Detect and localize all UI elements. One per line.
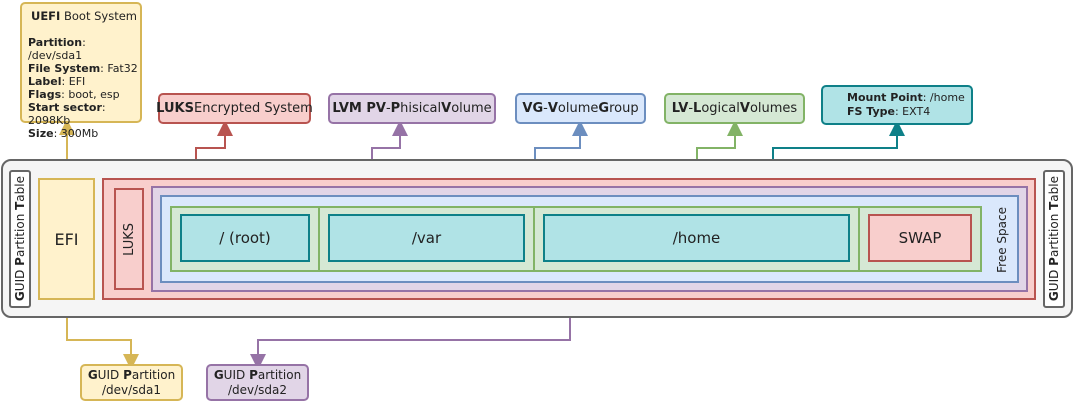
uefi-start-sector: Start sector: 2098Kb bbox=[28, 101, 106, 127]
gpt-partition-sda1-title: GUID Partition bbox=[87, 367, 176, 382]
mount-point-line: Mount Point: /home bbox=[847, 91, 965, 104]
arrow-gpt2 bbox=[250, 294, 578, 370]
uefi-partition: Partition: /dev/sda1 bbox=[28, 36, 86, 62]
var-label: /var bbox=[411, 229, 442, 247]
uefi-title: UEFI Boot System bbox=[28, 10, 140, 23]
free-space-label: Free Space bbox=[995, 207, 1009, 273]
efi-partition: EFI bbox=[38, 178, 95, 300]
uefi-size: Size: 300Mb bbox=[28, 127, 99, 140]
gpt-left: GUID Partition Table bbox=[9, 170, 31, 308]
root-label: / (root) bbox=[219, 229, 271, 247]
swap-volume: SWAP bbox=[868, 214, 972, 262]
gpt-partition-sda2: GUID Partition /dev/sda2 bbox=[206, 364, 309, 401]
gpt-left-label: GUID Partition Table bbox=[13, 176, 27, 302]
free-space: Free Space bbox=[988, 200, 1016, 280]
arrow-gpt1 bbox=[59, 294, 139, 370]
uefi-title-bold: UEFI bbox=[30, 9, 61, 23]
luks-label-box: LUKS bbox=[114, 188, 144, 290]
home-volume: /home bbox=[543, 214, 850, 262]
gpt-right-label: GUID Partition Table bbox=[1047, 176, 1061, 302]
gpt-partition-sda2-dev: /dev/sda2 bbox=[227, 382, 288, 397]
gpt-partition-sda1: GUID Partition /dev/sda1 bbox=[80, 364, 183, 401]
gpt-partition-sda2-title: GUID Partition bbox=[213, 367, 302, 382]
luks-label: LUKS bbox=[121, 222, 137, 256]
uefi-label: Label: EFI bbox=[28, 75, 86, 88]
home-label: /home bbox=[672, 229, 721, 247]
gpt-right: GUID Partition Table bbox=[1043, 170, 1065, 308]
efi-label: EFI bbox=[54, 229, 79, 249]
uefi-flags: Flags: boot, esp bbox=[28, 88, 120, 101]
uefi-filesystem: File System: Fat32 bbox=[28, 62, 138, 75]
root-volume: / (root) bbox=[180, 214, 310, 262]
swap-label: SWAP bbox=[898, 229, 942, 247]
uefi-info-box: UEFI Boot System Partition: /dev/sda1 Fi… bbox=[20, 2, 142, 140]
luks-callout: LUKS Encrypted System bbox=[156, 93, 313, 124]
var-volume: /var bbox=[328, 214, 525, 262]
fs-type-line: FS Type: EXT4 bbox=[847, 105, 931, 118]
uefi-title-rest: Boot System bbox=[60, 9, 137, 23]
mount-point-callout: Mount Point: /home FS Type: EXT4 bbox=[821, 85, 973, 125]
gpt-partition-sda1-dev: /dev/sda1 bbox=[101, 382, 162, 397]
